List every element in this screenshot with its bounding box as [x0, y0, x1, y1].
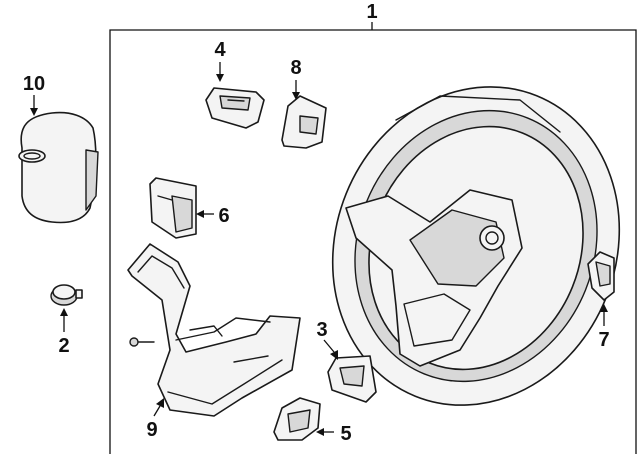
part-bracket	[149, 177, 197, 239]
svg-text:3: 3	[316, 319, 327, 341]
svg-text:2: 2	[58, 335, 69, 357]
callout-5: 5	[316, 423, 352, 445]
svg-text:1: 1	[366, 1, 377, 23]
part-bezel-upper	[281, 95, 327, 149]
callout-6: 6	[196, 205, 230, 227]
callout-8: 8	[290, 57, 302, 100]
part-lower-trim-cover	[127, 243, 301, 417]
callout-9: 9	[146, 398, 164, 441]
svg-text:8: 8	[290, 57, 301, 79]
svg-text:7: 7	[598, 329, 609, 351]
part-switch-lower	[273, 397, 321, 441]
callout-10: 10	[23, 73, 45, 116]
part-switch-right	[327, 355, 377, 403]
callout-1: 1	[366, 1, 377, 23]
svg-text:5: 5	[340, 423, 351, 445]
svg-text:4: 4	[214, 39, 226, 61]
svg-text:10: 10	[23, 73, 45, 95]
part-switch-upper-left	[205, 87, 265, 129]
part-side-switch	[587, 251, 615, 301]
part-clip	[50, 284, 83, 306]
callout-4: 4	[214, 39, 226, 82]
assembly-frame	[109, 22, 637, 454]
callout-2: 2	[58, 308, 70, 357]
svg-text:9: 9	[146, 419, 157, 441]
svg-text:6: 6	[218, 205, 229, 227]
part-airbag-module	[18, 111, 99, 224]
callout-7: 7	[598, 304, 610, 351]
part-steering-wheel	[331, 86, 621, 406]
callout-3: 3	[316, 319, 338, 360]
